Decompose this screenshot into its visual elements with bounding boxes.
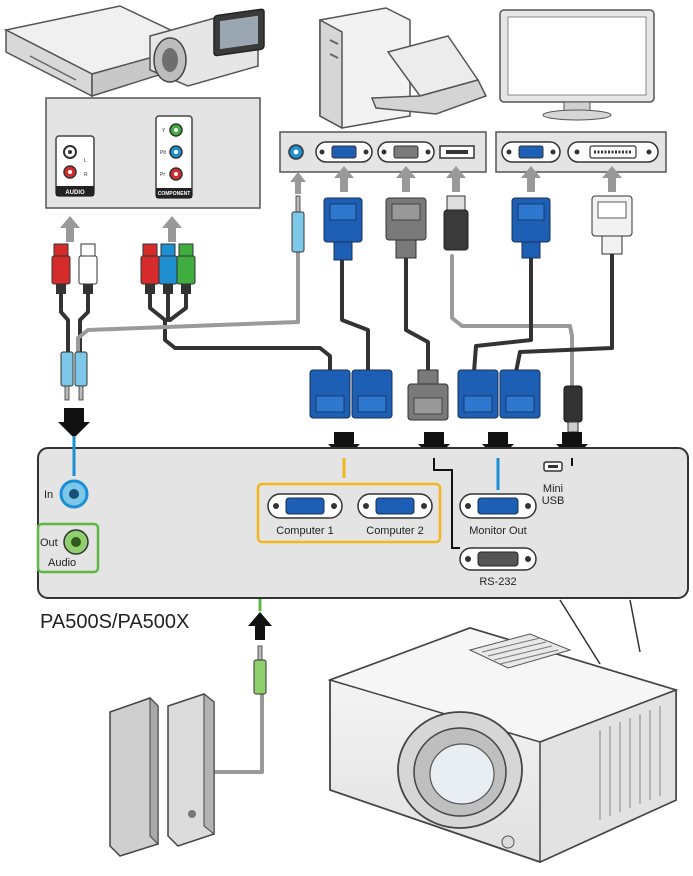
serial-plug-lower: [407, 369, 449, 421]
audio-r-label: R: [84, 172, 88, 178]
mini-usb-label-2: USB: [542, 495, 565, 507]
vga-plugs-lower-monitor: [457, 369, 541, 419]
usb-plug: [443, 195, 469, 251]
speaker-plug: [248, 612, 272, 695]
rca-component-plugs: [140, 243, 196, 294]
monitor-out-port: [459, 493, 537, 519]
dvi-plug: [591, 195, 633, 255]
up-arrows: [60, 166, 622, 242]
computer-2-port: [357, 493, 433, 519]
vga-plug-monitor: [511, 197, 551, 259]
mini-usb-label-1: Mini: [543, 483, 563, 495]
computer-2-label: Computer 2: [366, 525, 423, 537]
vga-plugs-lower-computer: [309, 369, 393, 419]
monitor-out-label: Monitor Out: [469, 525, 526, 537]
rs232-label: RS-232: [479, 576, 516, 588]
comp-y-label: Y: [162, 128, 166, 134]
projector-icon: [327, 627, 679, 864]
monitor-port-panel: [495, 131, 667, 173]
component-panel-label: COMPONENT: [158, 191, 191, 197]
mini-jack-plug-top: [291, 195, 305, 253]
audio-out-port: [63, 529, 89, 555]
computer-port-panel: [279, 131, 487, 173]
laptop-icon: [370, 35, 488, 115]
audio-group-label: Audio: [48, 557, 76, 569]
computer-1-label: Computer 1: [276, 525, 333, 537]
rca-audio-plugs: [51, 243, 98, 294]
audio-out-label: Out: [40, 537, 58, 549]
mini-jack-plugs-lower: [60, 351, 88, 401]
vga-plug-computer: [323, 197, 363, 261]
comp-pb-label: Pb: [160, 150, 166, 156]
speakers-icon: [109, 692, 215, 857]
audio-in-port: [59, 479, 89, 509]
audio-in-label: In: [44, 489, 53, 501]
comp-pr-label: Pr: [160, 172, 165, 178]
mini-usb-plug-lower: [563, 385, 583, 433]
audio-panel-label: AUDIO: [65, 190, 85, 196]
model-label: PA500S/PA500X: [40, 611, 189, 633]
av-source-panel: AUDIO L R Y Pb Pr COMPONENT: [45, 97, 261, 209]
monitor-icon: [499, 9, 655, 121]
rs232-port: [459, 547, 537, 571]
audio-l-label: L: [84, 158, 87, 164]
serial-plug: [385, 197, 427, 259]
computer-1-port: [267, 493, 343, 519]
camcorder-icon: [149, 8, 265, 87]
projector-rear-panel: In Out Audio Computer 1 Computer 2: [36, 436, 689, 599]
mini-usb-port: [543, 461, 563, 472]
